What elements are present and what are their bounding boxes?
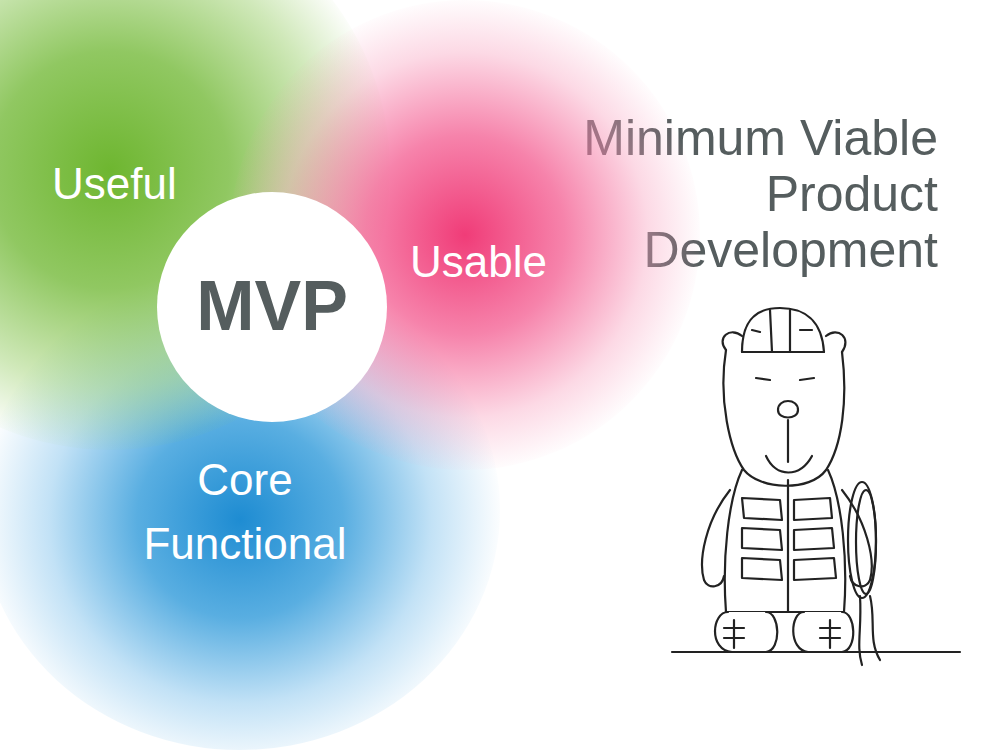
mvp-circle: MVP	[157, 192, 387, 422]
center-label: MVP	[196, 256, 348, 358]
blob-label: Core Functional	[130, 448, 360, 576]
blob-label: Usable	[410, 230, 610, 294]
